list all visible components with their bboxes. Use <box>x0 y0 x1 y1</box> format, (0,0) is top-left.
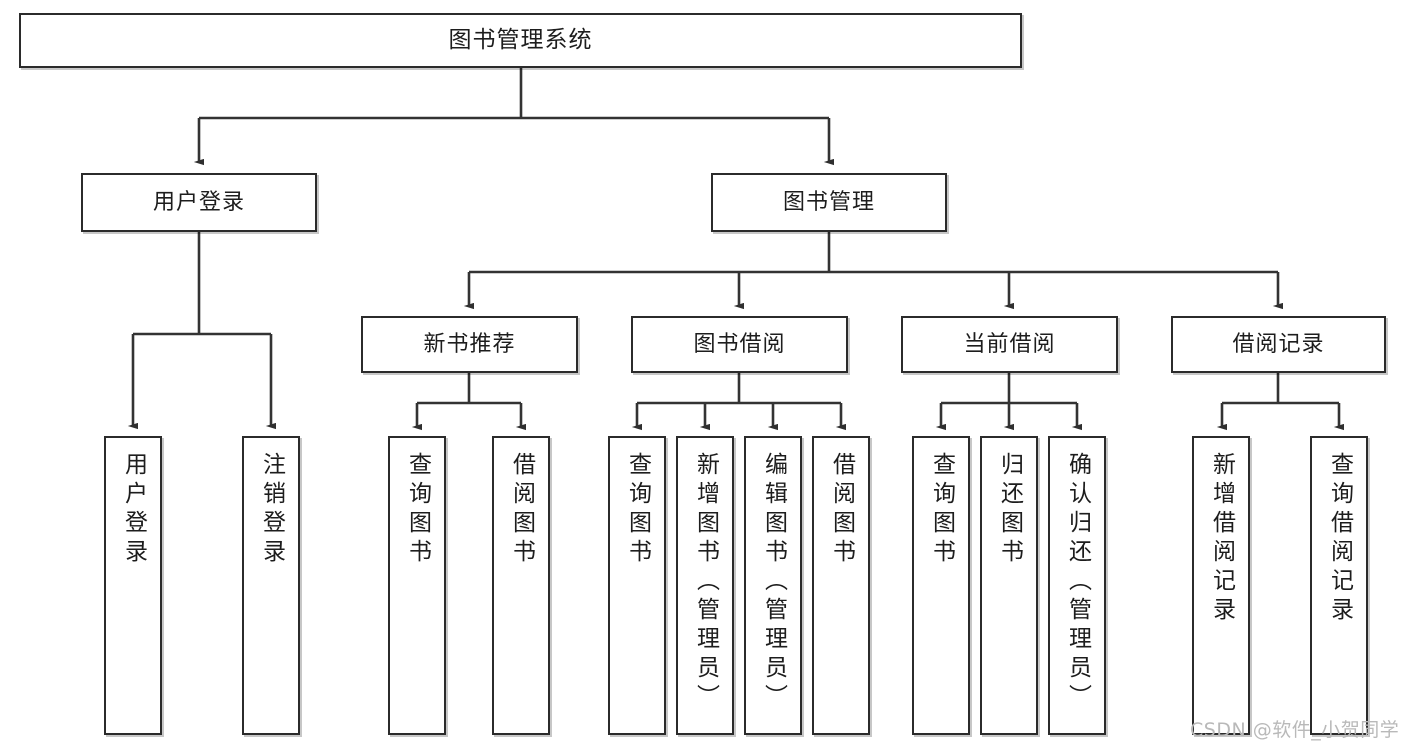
node-label: 借阅图书 <box>508 452 535 568</box>
node-label: 借阅图书 <box>828 452 855 568</box>
node-label: 新增借阅记录 <box>1208 452 1235 626</box>
csdn-watermark: CSDN @软件_小贺同学 <box>1190 719 1400 741</box>
node-new-book-recommend[interactable]: 新书推荐 <box>361 316 578 373</box>
node-leaf-query-book-recommend[interactable]: 查询图书 <box>388 436 446 735</box>
node-leaf-add-borrow-record[interactable]: 新增借阅记录 <box>1192 436 1250 735</box>
node-label: 图书借阅 <box>693 331 786 357</box>
node-label: 图书管理系统 <box>448 26 593 53</box>
node-leaf-borrow-book-recommend[interactable]: 借阅图书 <box>492 436 550 735</box>
node-leaf-borrow-book[interactable]: 借阅图书 <box>812 436 870 735</box>
node-label: 借阅记录 <box>1232 331 1325 357</box>
node-label: 新增图书（管理员） <box>692 452 719 713</box>
node-label: 图书管理 <box>782 189 875 215</box>
node-label: 编辑图书（管理员） <box>760 452 787 713</box>
node-label: 查询图书 <box>928 452 955 568</box>
node-leaf-query-borrow-record[interactable]: 查询借阅记录 <box>1310 436 1368 735</box>
node-leaf-logout[interactable]: 注销登录 <box>242 436 300 735</box>
node-borrow-record[interactable]: 借阅记录 <box>1171 316 1386 373</box>
node-book-management[interactable]: 图书管理 <box>711 173 947 232</box>
node-leaf-query-book-borrow[interactable]: 查询图书 <box>608 436 666 735</box>
node-leaf-add-book[interactable]: 新增图书（管理员） <box>676 436 734 735</box>
node-label: 当前借阅 <box>963 331 1056 357</box>
node-current-borrow[interactable]: 当前借阅 <box>901 316 1118 373</box>
node-root-book-management-system[interactable]: 图书管理系统 <box>19 13 1022 68</box>
node-leaf-query-book-current[interactable]: 查询图书 <box>912 436 970 735</box>
node-leaf-confirm-return[interactable]: 确认归还（管理员） <box>1048 436 1106 735</box>
node-label: 注销登录 <box>258 452 285 568</box>
node-leaf-user-login[interactable]: 用户登录 <box>104 436 162 735</box>
node-label: 归还图书 <box>996 452 1023 568</box>
node-user-login[interactable]: 用户登录 <box>81 173 317 232</box>
node-leaf-return-book[interactable]: 归还图书 <box>980 436 1038 735</box>
node-label: 查询图书 <box>404 452 431 568</box>
node-label: 新书推荐 <box>423 331 516 357</box>
node-book-borrow[interactable]: 图书借阅 <box>631 316 848 373</box>
node-label: 查询图书 <box>624 452 651 568</box>
node-label: 确认归还（管理员） <box>1064 452 1091 713</box>
node-label: 用户登录 <box>120 452 147 568</box>
node-leaf-edit-book[interactable]: 编辑图书（管理员） <box>744 436 802 735</box>
node-label: 查询借阅记录 <box>1326 452 1353 626</box>
node-label: 用户登录 <box>152 189 245 215</box>
